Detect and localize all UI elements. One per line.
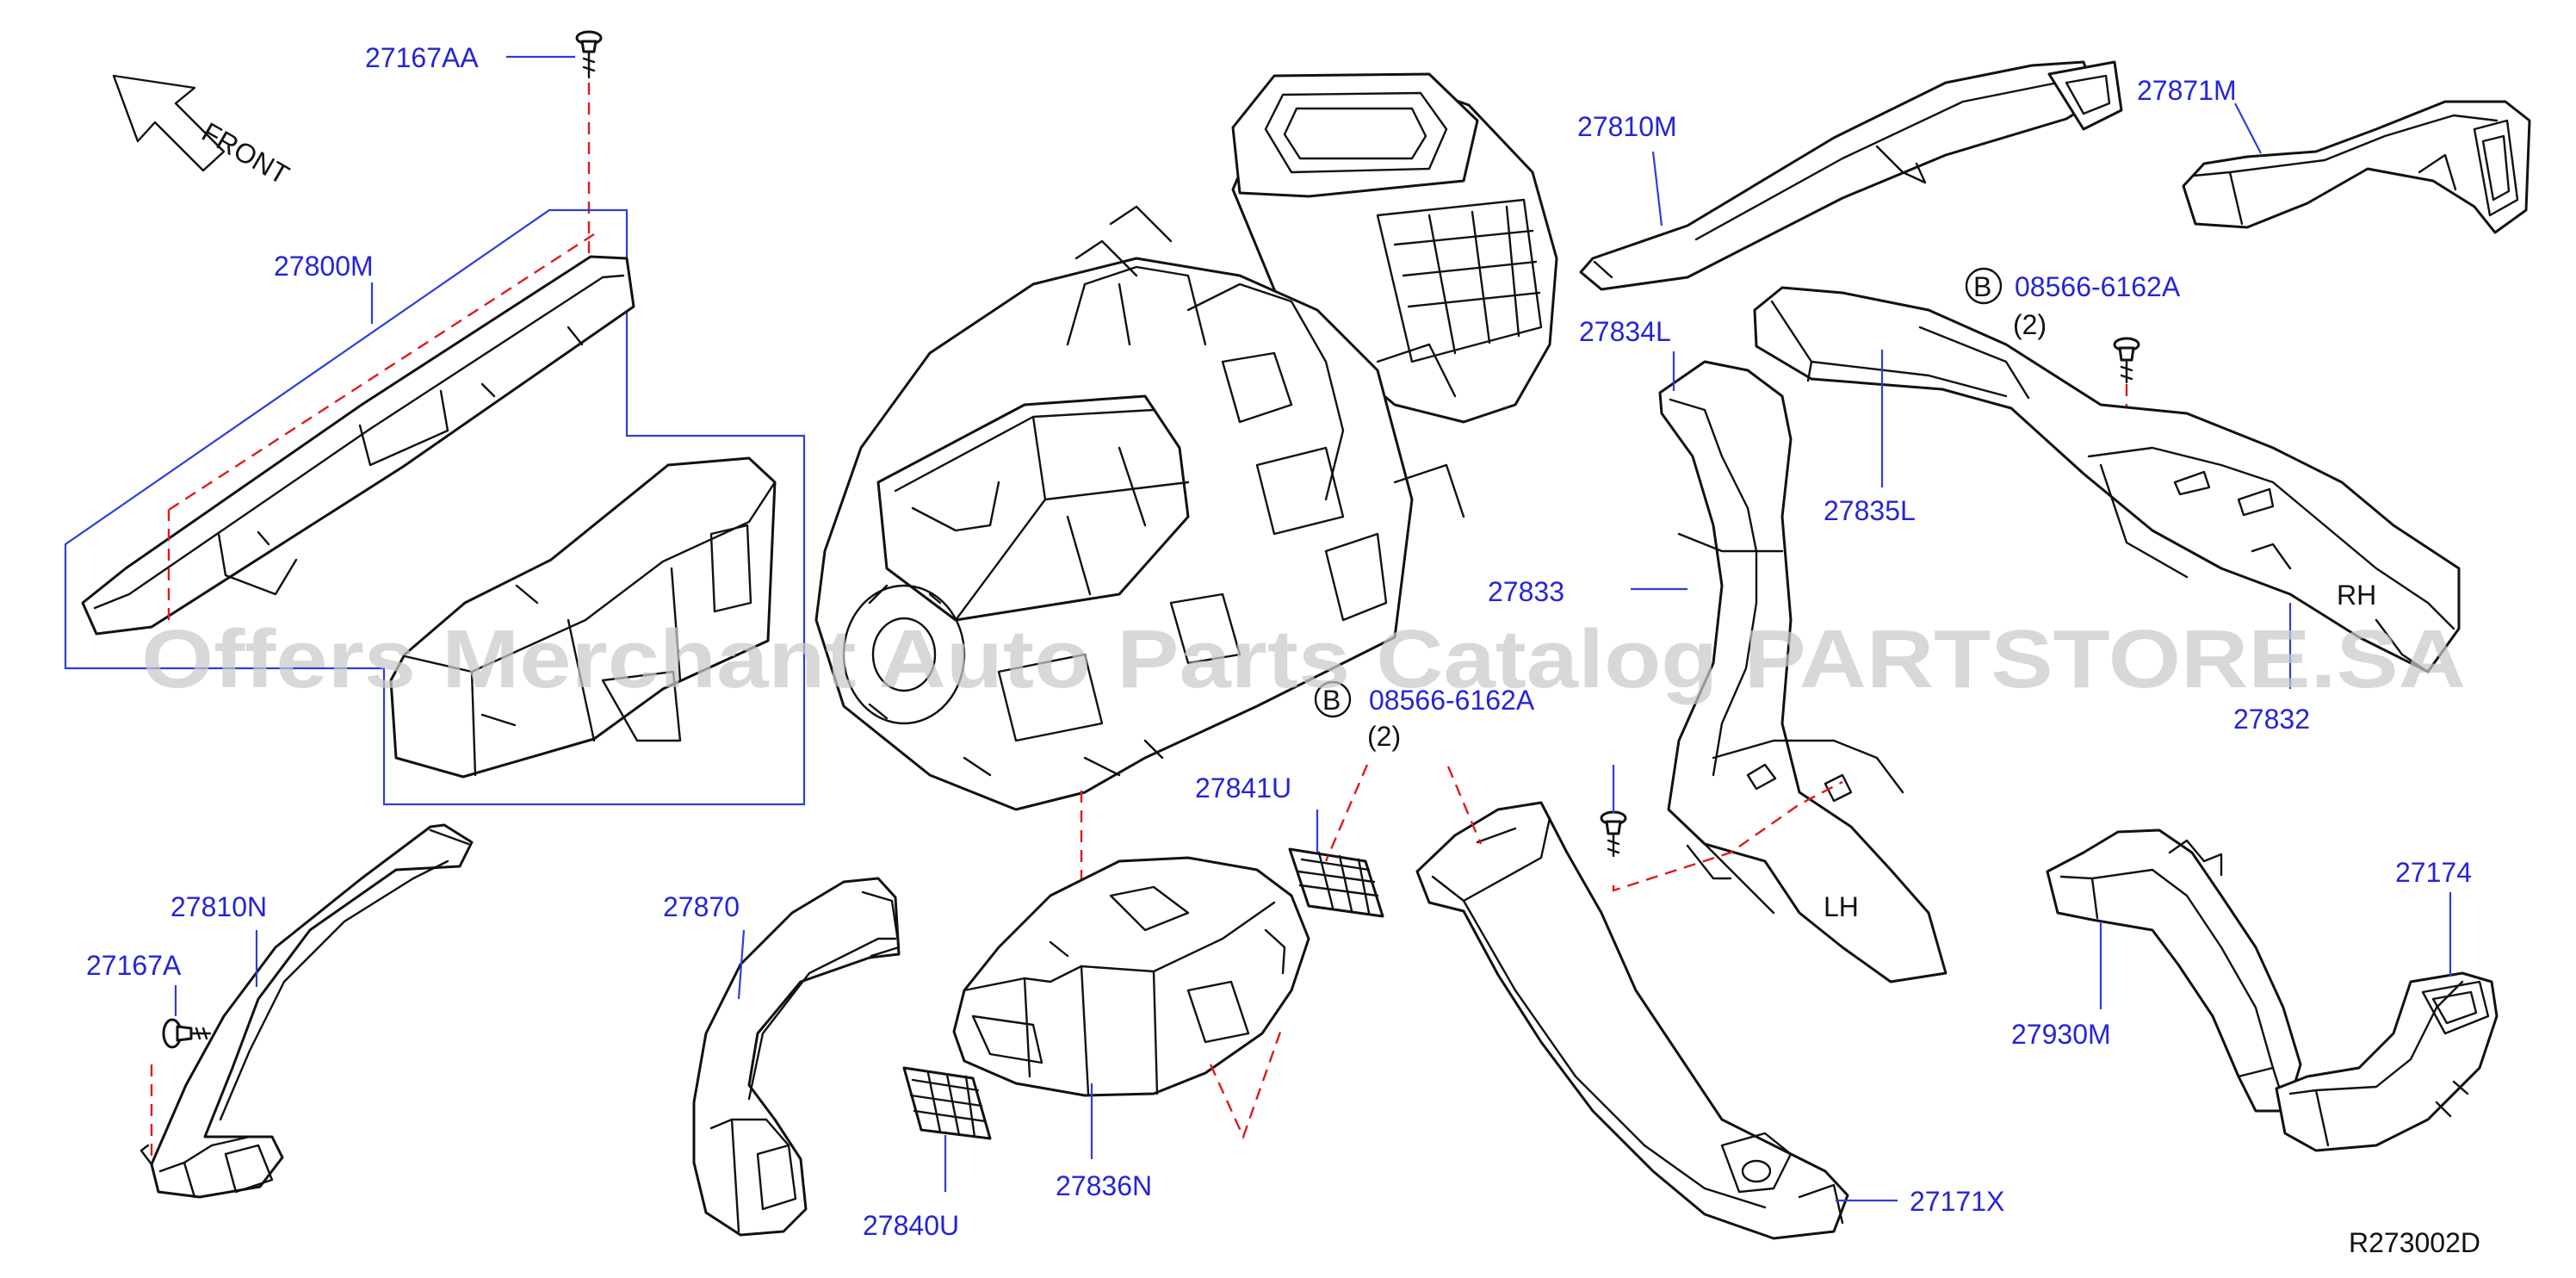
duct-27174 (2275, 971, 2499, 1152)
grille-27840U (902, 1066, 992, 1140)
dash-27800M-b (168, 233, 595, 512)
dash-27841U (1324, 764, 1369, 862)
label-27833[interactable]: 27833 (1488, 576, 1564, 607)
grille-27841U (1288, 847, 1384, 918)
duct-27800M-upper (81, 255, 635, 636)
label-27834L[interactable]: 27834L (1579, 316, 1671, 347)
duct-27171X (1415, 801, 1849, 1240)
lh-label: LH (1824, 891, 1859, 922)
label-27832[interactable]: 27832 (2233, 704, 2310, 735)
front-label: FRONT (197, 116, 294, 190)
leader-27871M (2234, 102, 2262, 154)
label-27167A[interactable]: 27167A (86, 950, 182, 981)
frame-27800M (64, 208, 806, 806)
bolt-27167A (162, 1018, 212, 1049)
label-08566-6162A-upper[interactable]: 08566-6162A (2015, 271, 2181, 302)
label-08566-6162A-lower[interactable]: 08566-6162A (1369, 685, 1535, 716)
dash-08566-lower (1612, 780, 1843, 892)
label-27835L[interactable]: 27835L (1824, 495, 1916, 526)
dash-27836N (1209, 1024, 1285, 1140)
label-27871M[interactable]: 27871M (2137, 75, 2237, 106)
duct-27870 (692, 877, 901, 1237)
label-27840U[interactable]: 27840U (863, 1210, 959, 1241)
label-27810N[interactable]: 27810N (170, 891, 267, 922)
qty-08566-upper: (2) (2013, 309, 2047, 340)
qty-08566-lower: (2) (1367, 721, 1401, 752)
label-27841U[interactable]: 27841U (1195, 772, 1291, 803)
duct-27832-rh (1753, 286, 2461, 673)
b-letter-upper: B (1973, 271, 1991, 302)
leader-27870 (737, 929, 746, 1000)
dash-27171X (1446, 766, 1483, 845)
watermark: Offers Merchant Auto Parts Catalog PARTS… (141, 613, 2466, 705)
label-27174[interactable]: 27174 (2395, 857, 2472, 888)
bolt-27167AA (575, 30, 603, 79)
rh-label: RH (2337, 580, 2376, 611)
diagram-reference: R273002D (2349, 1227, 2480, 1258)
duct-27833-lh (1658, 360, 1947, 983)
leader-27810M (1651, 151, 1663, 226)
label-27870[interactable]: 27870 (663, 891, 740, 922)
label-27171X[interactable]: 27171X (1910, 1186, 2004, 1217)
heater-blower-unit (814, 72, 1558, 811)
front-arrow-icon (112, 74, 226, 172)
b-letter-lower: B (1322, 685, 1341, 716)
label-27810M[interactable]: 27810M (1577, 111, 1677, 142)
duct-27810M (1579, 60, 2123, 291)
bolt-08566-lower (1600, 810, 1627, 858)
b-circle-upper (1965, 267, 2003, 305)
label-27930M[interactable]: 27930M (2011, 1019, 2111, 1050)
label-27167AA[interactable]: 27167AA (365, 42, 479, 73)
duct-27800M-lower (389, 456, 777, 779)
duct-27930M (2046, 828, 2302, 1113)
bolt-08566-upper (2113, 337, 2140, 384)
label-27836N[interactable]: 27836N (1056, 1170, 1152, 1201)
duct-27836N (952, 856, 1310, 1097)
duct-27810N (139, 823, 474, 1199)
duct-27871M (2182, 100, 2531, 234)
label-27800M[interactable]: 27800M (274, 251, 374, 282)
b-circle-lower (1314, 680, 1352, 718)
